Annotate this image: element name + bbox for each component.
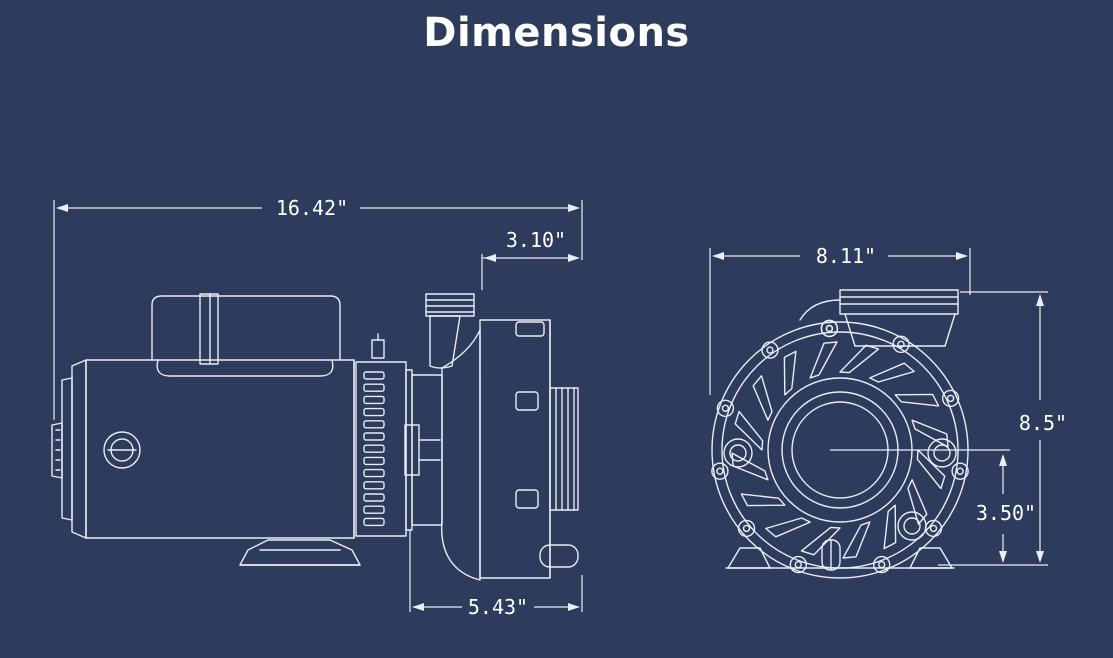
- dimension-overall-height: 8.5": [938, 291, 1067, 566]
- dimension-outlet-depth: 5.43": [409, 530, 583, 619]
- overall-height-label: 8.5": [1019, 411, 1067, 435]
- outlet-depth-label: 5.43": [468, 595, 528, 619]
- dimension-overall-length: 16.42": [53, 196, 583, 420]
- center-height-label: 3.50": [976, 501, 1036, 525]
- dimension-front-width: 8.11": [709, 244, 971, 395]
- front-width-label: 8.11": [816, 244, 876, 268]
- page-title: Dimensions: [423, 10, 690, 56]
- dimension-center-height: 3.50": [830, 449, 1036, 563]
- inlet-offset-label: 3.10": [506, 228, 566, 252]
- pump-front-view: [711, 289, 969, 579]
- pump-side-view: [51, 293, 579, 581]
- overall-length-label: 16.42": [276, 196, 348, 220]
- dimension-inlet-offset: 3.10": [481, 228, 580, 290]
